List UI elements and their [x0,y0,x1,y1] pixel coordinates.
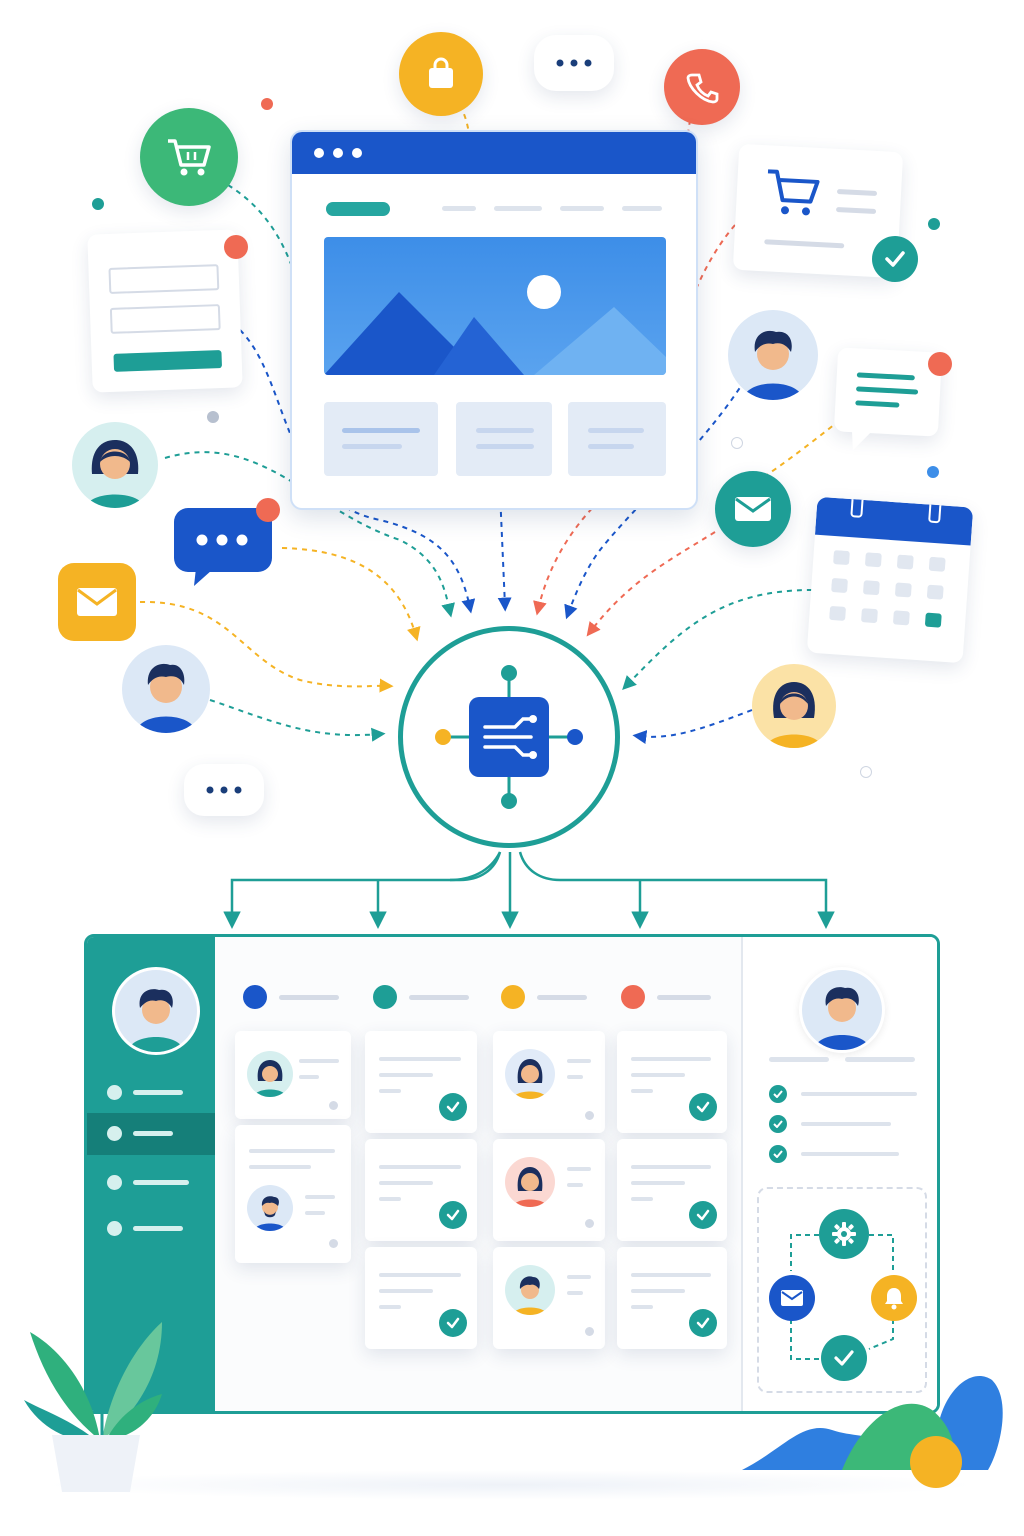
contact-avatar [505,1265,555,1315]
crm-dashboard [84,934,940,1414]
notification-dot [224,235,248,259]
sidebar-item-active[interactable] [87,1113,215,1155]
deal-card[interactable] [365,1139,477,1241]
column-status-dot [373,985,397,1009]
plant-decoration [24,1322,162,1492]
message-card [833,347,943,451]
column-status-dot [243,985,267,1009]
contact-card[interactable] [493,1031,605,1133]
kanban-column-header [243,985,343,1009]
kanban-column-header [621,985,721,1009]
male-avatar [728,310,818,400]
browser-titlebar [292,132,696,174]
notification-dot [256,498,280,522]
sidebar-item[interactable] [87,1079,215,1107]
female-avatar [752,664,836,748]
kanban-column-header [501,985,601,1009]
deal-card[interactable] [365,1031,477,1133]
checklist-item[interactable] [769,1145,919,1165]
gear-icon[interactable] [819,1209,869,1259]
website-mockup [290,130,698,510]
hills-decoration [742,1376,1003,1488]
deal-card[interactable] [617,1031,727,1133]
notification-dot [928,352,952,376]
contact-card[interactable] [493,1247,605,1349]
decor-dot [731,437,743,449]
user-avatar[interactable] [112,967,200,1055]
shopping-bag-icon [399,32,483,116]
lead-card[interactable] [235,1125,351,1263]
window-dot [314,148,324,158]
integration-chip-icon [435,665,583,809]
contact-avatar [505,1157,555,1207]
typing-bubble-icon [184,764,264,816]
hero-image [324,237,666,375]
check-icon [689,1201,717,1229]
column-status-dot [501,985,525,1009]
workflow-automation-box [757,1187,927,1393]
window-dot [352,148,362,158]
nav-line [560,206,604,211]
email-icon [58,563,136,641]
contact-avatar [505,1049,555,1099]
content-card [456,402,552,476]
form-submit-bar [113,350,223,372]
contact-detail-panel [741,937,937,1411]
contact-avatar [247,1185,293,1231]
deal-card[interactable] [617,1139,727,1241]
chat-bubble-icon [534,35,614,91]
form-field [109,304,221,334]
deal-card[interactable] [365,1247,477,1349]
signup-form-card [87,229,243,393]
column-status-dot [621,985,645,1009]
bell-icon[interactable] [871,1275,917,1321]
nav-line [442,206,476,211]
check-badge-icon [872,236,918,282]
contact-card[interactable] [493,1139,605,1241]
window-dot [333,148,343,158]
decor-dot [261,98,273,110]
checklist-item[interactable] [769,1115,919,1135]
check-icon[interactable] [821,1335,867,1381]
nav-line [622,206,662,211]
deal-card[interactable] [617,1247,727,1349]
mail-icon[interactable] [769,1275,815,1321]
form-field [108,264,220,294]
shopping-cart-icon [140,108,238,206]
check-icon [439,1309,467,1337]
contact-avatar [799,967,885,1053]
female-avatar [72,422,158,508]
decor-dot [928,218,940,230]
content-card [324,402,438,476]
decor-dot [207,411,219,423]
nav-line [494,206,542,211]
email-icon [715,471,791,547]
kanban-column-header [373,985,473,1009]
decor-dot [92,198,104,210]
chat-message-icon [174,506,274,588]
site-logo-bar [326,202,390,216]
sidebar-item[interactable] [87,1169,215,1197]
integration-hub [398,626,620,848]
sidebar-item[interactable] [87,1215,215,1243]
decor-dot [927,466,939,478]
male-avatar [122,645,210,733]
check-icon [689,1309,717,1337]
checklist-item[interactable] [769,1085,919,1105]
contact-avatar [247,1051,293,1097]
decor-dot [860,766,872,778]
lead-card[interactable] [235,1031,351,1119]
ground-shadow [40,1470,980,1500]
check-icon [439,1093,467,1121]
content-card [568,402,666,476]
calendar-icon [806,496,974,664]
check-icon [439,1201,467,1229]
phone-icon [664,49,740,125]
dashboard-sidebar [87,937,215,1411]
check-icon [689,1093,717,1121]
cart-checkout-card [732,143,904,279]
